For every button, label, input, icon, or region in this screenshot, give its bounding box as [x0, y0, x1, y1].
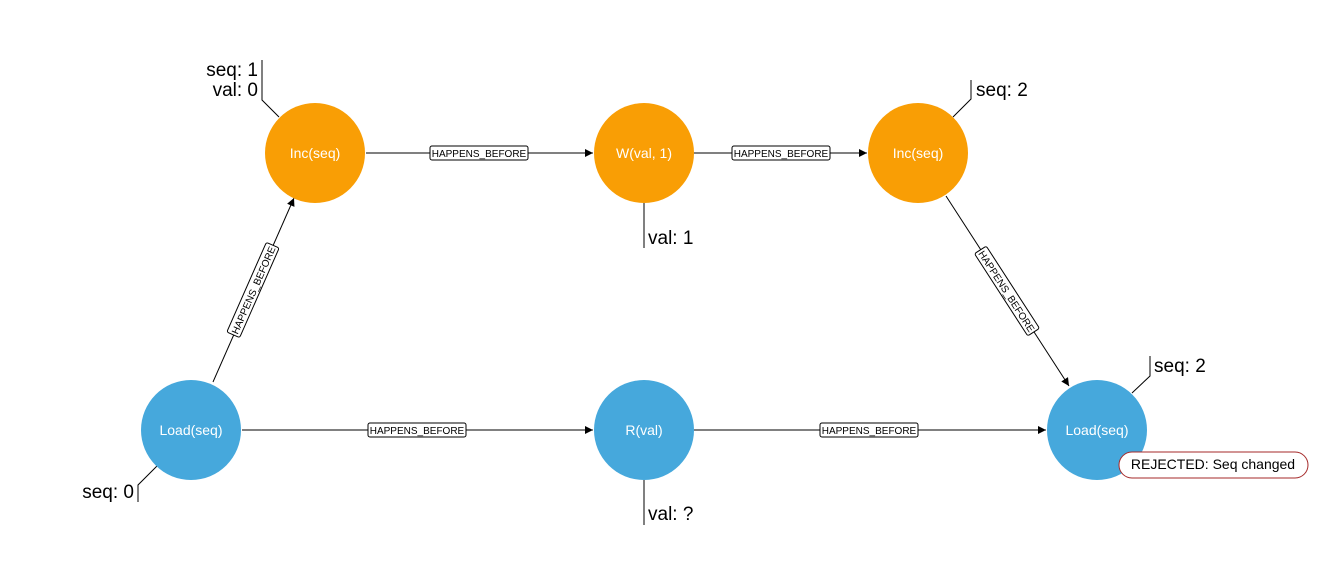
leader-inc2 [952, 80, 972, 118]
annotation-inc2-seq: seq: 2 [976, 80, 1028, 101]
edge-w-inc2: HAPPENS_BEFORE [694, 145, 867, 161]
node-inc-seq-1[interactable]: Inc(seq) [265, 103, 365, 203]
edge-label: HAPPENS_BEFORE [432, 149, 527, 160]
annotation-leaders [137, 60, 1151, 525]
nodes: Inc(seq) W(val, 1) Inc(seq) Load(seq) R(… [141, 103, 1147, 480]
edge-load1-inc1: HAPPENS_BEFORE [212, 197, 295, 383]
annotations: seq: 1 val: 0 val: 1 seq: 2 seq: 0 val: … [82, 60, 1206, 525]
edge-label: HAPPENS_BEFORE [975, 249, 1036, 335]
node-label: Inc(seq) [290, 145, 341, 161]
edge-label: HAPPENS_BEFORE [734, 149, 829, 160]
edge-label: HAPPENS_BEFORE [230, 245, 278, 336]
annotation-load1-seq: seq: 0 [82, 482, 134, 503]
node-label: W(val, 1) [616, 145, 672, 161]
edge-inc1-w: HAPPENS_BEFORE [366, 145, 593, 161]
leader-inc1 [261, 60, 280, 118]
annotation-inc1-val: val: 0 [213, 80, 258, 101]
edge-label: HAPPENS_BEFORE [822, 426, 917, 437]
edge-load1-r: HAPPENS_BEFORE [242, 422, 593, 438]
leader-load1 [137, 465, 158, 502]
edge-label-box [974, 246, 1040, 336]
edge-label-box [367, 422, 467, 438]
edge-label-box [429, 145, 529, 161]
node-label: Load(seq) [159, 422, 222, 438]
rejected-badge-text: REJECTED: Seq changed [1131, 456, 1295, 472]
node-label: Load(seq) [1065, 422, 1128, 438]
annotation-load2-seq: seq: 2 [1154, 356, 1206, 377]
node-read-val[interactable]: R(val) [594, 380, 694, 480]
leader-load2 [1131, 356, 1151, 394]
edge-inc2-load2: HAPPENS_BEFORE [945, 195, 1070, 387]
edge-label: HAPPENS_BEFORE [370, 426, 465, 437]
node-inc-seq-2[interactable]: Inc(seq) [868, 103, 968, 203]
annotation-r-val: val: ? [648, 504, 693, 525]
edge-label-box [819, 422, 919, 438]
node-label: Inc(seq) [893, 145, 944, 161]
rejected-badge: REJECTED: Seq changed [1118, 451, 1309, 479]
edge-label-box [226, 242, 280, 338]
edge-label-box [731, 145, 831, 161]
node-load-seq-2[interactable]: Load(seq) [1047, 380, 1147, 480]
annotation-w-val: val: 1 [648, 228, 693, 249]
node-label: R(val) [625, 422, 662, 438]
annotation-inc1-seq: seq: 1 [206, 60, 258, 81]
node-write-val[interactable]: W(val, 1) [594, 103, 694, 203]
node-load-seq-1[interactable]: Load(seq) [141, 380, 241, 480]
edge-r-load2: HAPPENS_BEFORE [694, 422, 1046, 438]
